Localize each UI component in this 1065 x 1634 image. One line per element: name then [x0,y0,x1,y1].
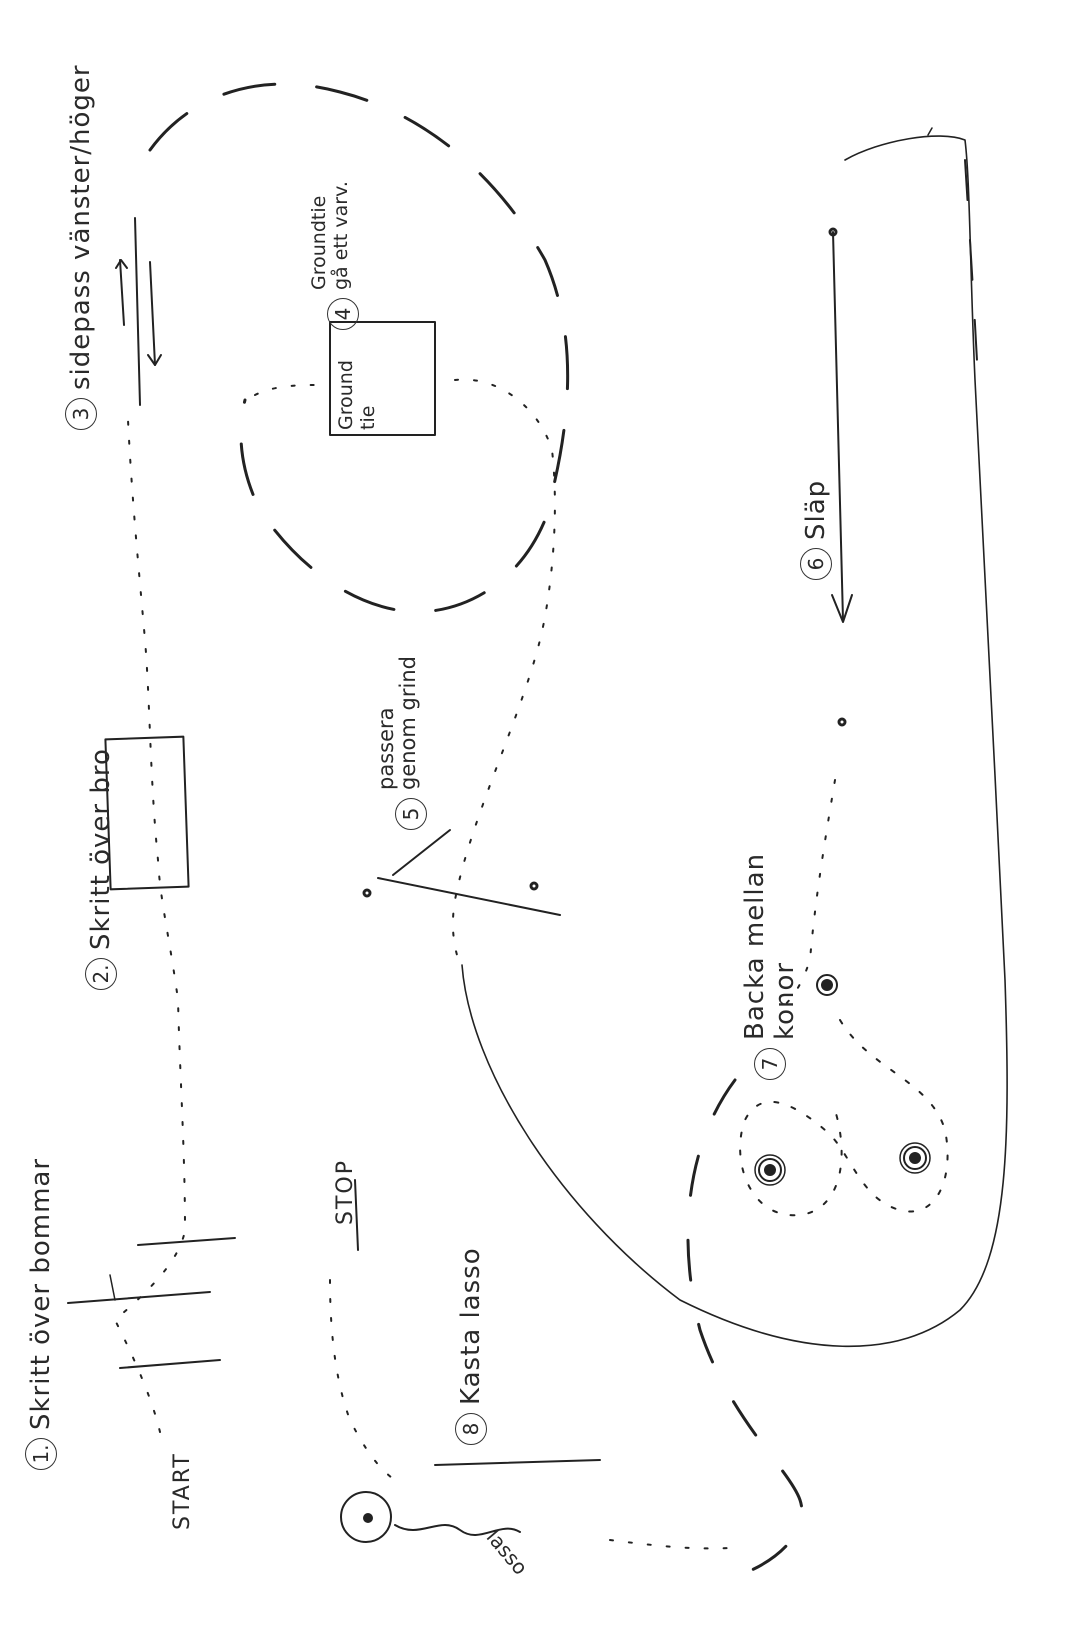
step-2-label: 2.Skritt över bro [85,748,117,990]
drag-outer-track [462,136,1007,1346]
drag-outer-dash [965,160,978,380]
step-1-label: 1.Skritt över bommar [25,1158,57,1470]
step-7-label: 7Backa mellan konor [740,850,800,1080]
stop-label: STOP [333,1159,358,1225]
lasso-line [435,1460,600,1465]
gate [364,830,560,915]
step-3-label: 3sidepass vänster/höger [65,64,97,430]
drag-arrow [830,229,852,725]
step-5-label: 5passera genom grind [375,650,427,830]
ground-poles [68,1238,235,1368]
path-stop-to-lasso [330,1280,395,1480]
groundtie-box-label: Ground tie [335,330,379,430]
sidepass-pole [116,218,161,405]
path-start-to-sidepass [115,420,185,1432]
step-6-label: 6Släp [800,480,832,580]
step-4-label: 4Groundtie gå ett varv. [308,180,359,330]
step-8-label: 8Kasta lasso [455,1247,487,1445]
bridge [105,737,188,890]
start-label: START [170,1452,195,1530]
